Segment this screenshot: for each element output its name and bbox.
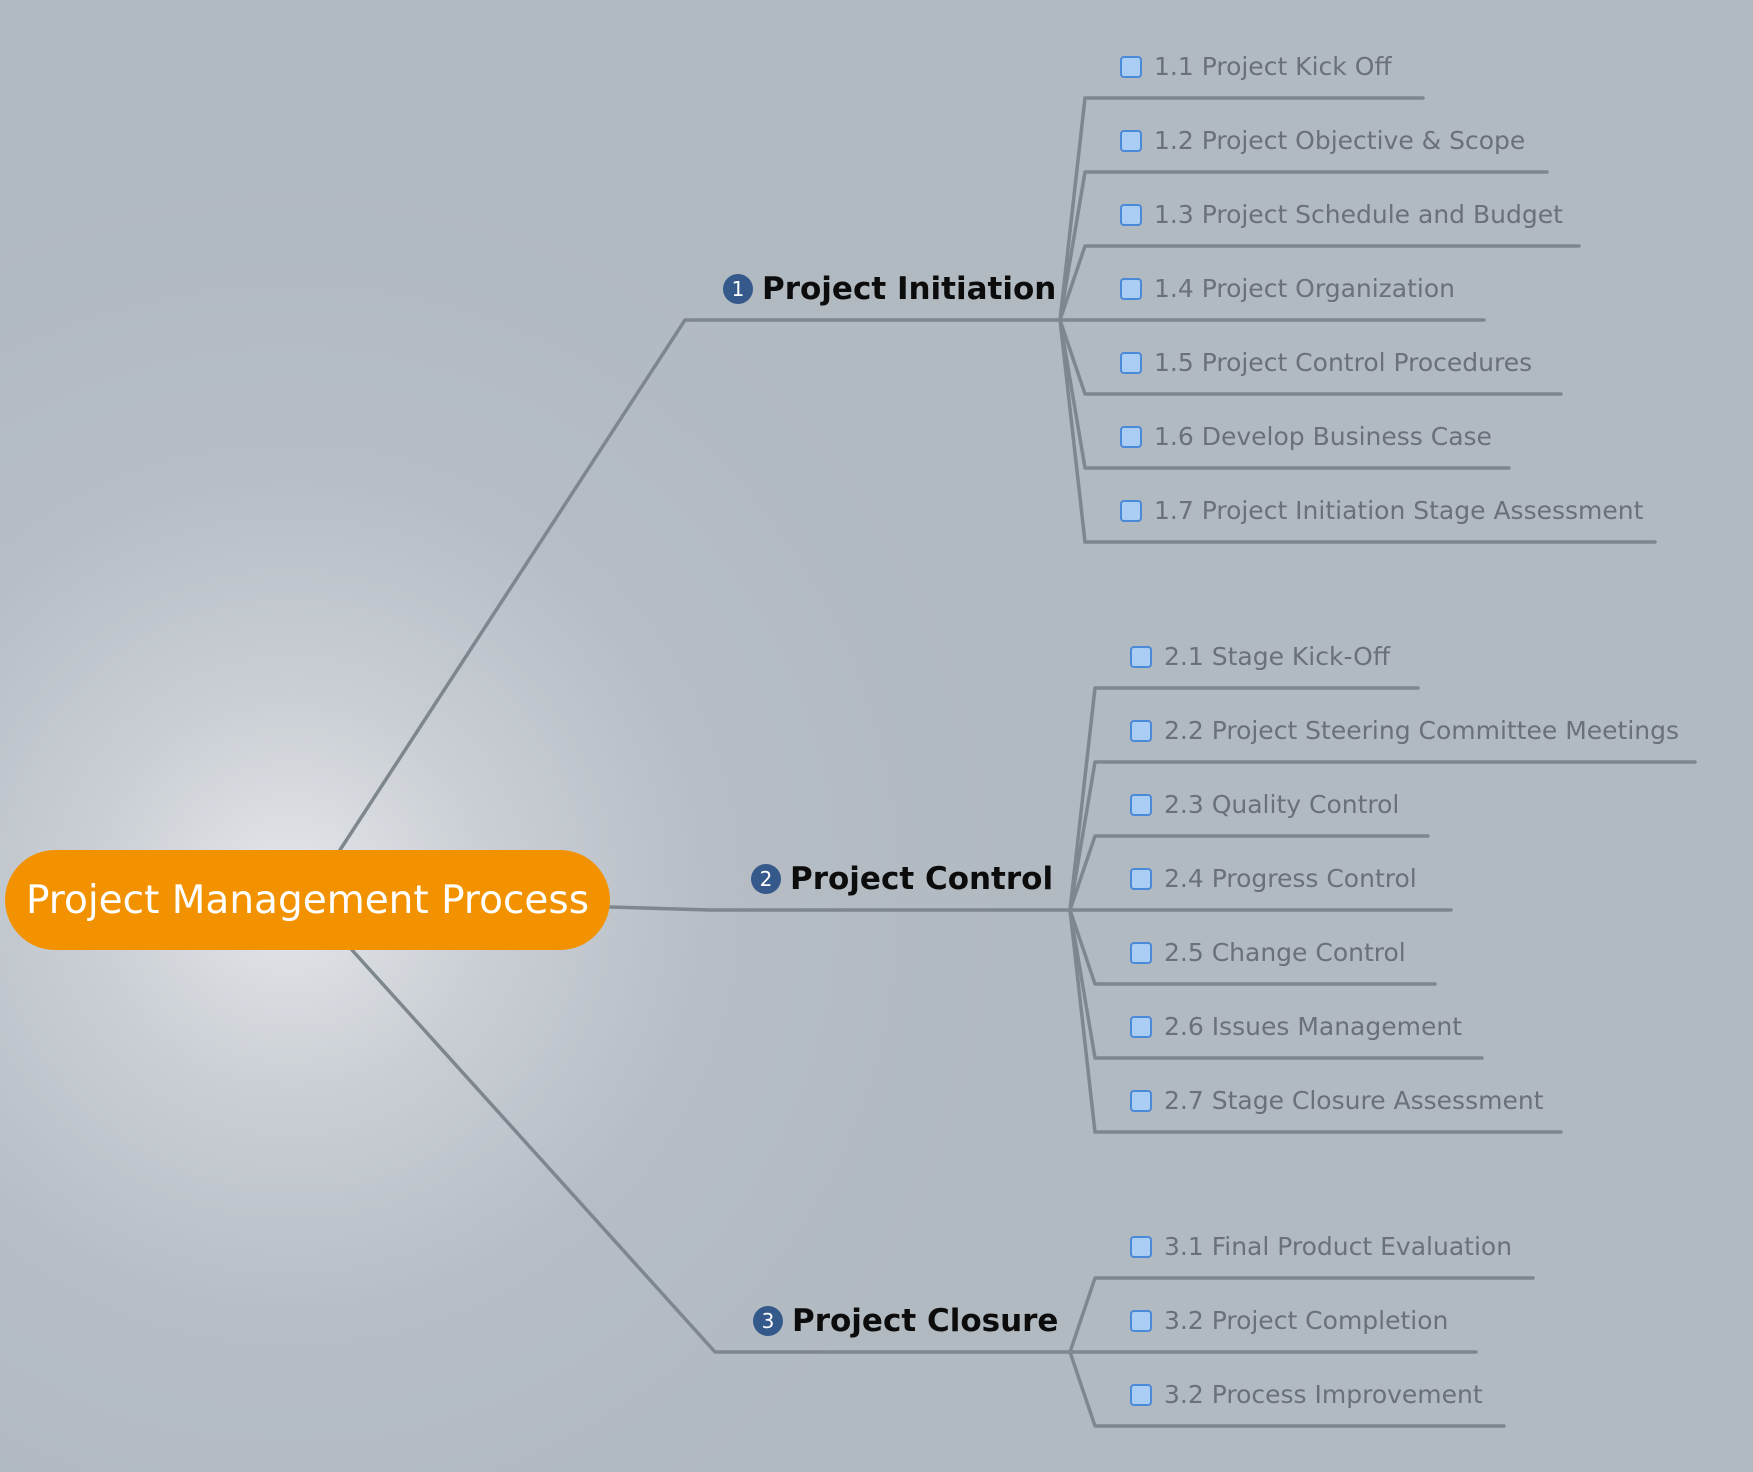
branch-label: Project Closure bbox=[792, 1303, 1059, 1339]
connector-central-branch-1 bbox=[338, 318, 1062, 852]
task-checkbox-icon[interactable] bbox=[1120, 351, 1142, 374]
subtopic-1-6[interactable]: 1.6 Develop Business Case bbox=[1120, 422, 1492, 451]
subtopic-3-3[interactable]: 3.2 Process Improvement bbox=[1130, 1380, 1483, 1409]
subtopic-label: 2.2 Project Steering Committee Meetings bbox=[1164, 716, 1680, 745]
subtopic-label: 3.1 Final Product Evaluation bbox=[1164, 1232, 1513, 1261]
branch-2-connectors bbox=[1068, 686, 1697, 1134]
branch-3-connectors bbox=[1068, 1276, 1535, 1428]
task-checkbox-icon[interactable] bbox=[1130, 1089, 1152, 1112]
subtopic-label: 1.5 Project Control Procedures bbox=[1154, 348, 1533, 377]
numbered-circle-icon: 2 bbox=[751, 864, 781, 894]
task-checkbox-icon[interactable] bbox=[1130, 941, 1152, 964]
subtopic-1-2[interactable]: 1.2 Project Objective & Scope bbox=[1120, 126, 1525, 155]
task-checkbox-icon[interactable] bbox=[1130, 1015, 1152, 1038]
subtopic-1-1[interactable]: 1.1 Project Kick Off bbox=[1120, 52, 1392, 81]
central-topic[interactable]: Project Management Process bbox=[5, 850, 610, 950]
subtopic-2-6[interactable]: 2.6 Issues Management bbox=[1130, 1012, 1462, 1041]
subtopic-label: 1.3 Project Schedule and Budget bbox=[1154, 200, 1563, 229]
task-checkbox-icon[interactable] bbox=[1130, 793, 1152, 816]
subtopic-1-3[interactable]: 1.3 Project Schedule and Budget bbox=[1120, 200, 1563, 229]
subtopic-label: 2.7 Stage Closure Assessment bbox=[1164, 1086, 1544, 1115]
branch-project-closure[interactable]: 3 Project Closure bbox=[753, 1303, 1058, 1339]
task-checkbox-icon[interactable] bbox=[1130, 1309, 1152, 1332]
subtopic-label: 2.3 Quality Control bbox=[1164, 790, 1400, 819]
task-checkbox-icon[interactable] bbox=[1130, 1235, 1152, 1258]
subtopic-label: 1.1 Project Kick Off bbox=[1154, 52, 1392, 81]
numbered-circle-icon: 3 bbox=[753, 1306, 783, 1336]
subtopic-1-4[interactable]: 1.4 Project Organization bbox=[1120, 274, 1455, 303]
branch-1-connectors bbox=[1058, 96, 1657, 544]
subtopic-label: 1.4 Project Organization bbox=[1154, 274, 1456, 303]
subtopic-label: 1.6 Develop Business Case bbox=[1154, 422, 1492, 451]
subtopic-1-5[interactable]: 1.5 Project Control Procedures bbox=[1120, 348, 1532, 377]
subtopic-3-2[interactable]: 3.2 Project Completion bbox=[1130, 1306, 1448, 1335]
subtopic-1-7[interactable]: 1.7 Project Initiation Stage Assessment bbox=[1120, 496, 1643, 525]
task-checkbox-icon[interactable] bbox=[1120, 129, 1142, 152]
branch-project-control[interactable]: 2 Project Control bbox=[751, 861, 1053, 897]
task-checkbox-icon[interactable] bbox=[1120, 499, 1142, 522]
task-checkbox-icon[interactable] bbox=[1130, 1383, 1152, 1406]
subtopic-label: 1.7 Project Initiation Stage Assessment bbox=[1154, 496, 1644, 525]
subtopic-label: 3.2 Process Improvement bbox=[1164, 1380, 1483, 1409]
task-checkbox-icon[interactable] bbox=[1130, 645, 1152, 668]
subtopic-label: 2.1 Stage Kick-Off bbox=[1164, 642, 1391, 671]
subtopic-2-4[interactable]: 2.4 Progress Control bbox=[1130, 864, 1417, 893]
subtopic-3-1[interactable]: 3.1 Final Product Evaluation bbox=[1130, 1232, 1512, 1261]
branch-project-initiation[interactable]: 1 Project Initiation bbox=[723, 271, 1056, 307]
task-checkbox-icon[interactable] bbox=[1120, 55, 1142, 78]
subtopic-2-5[interactable]: 2.5 Change Control bbox=[1130, 938, 1406, 967]
subtopic-2-2[interactable]: 2.2 Project Steering Committee Meetings bbox=[1130, 716, 1679, 745]
branch-label: Project Initiation bbox=[762, 271, 1057, 307]
task-checkbox-icon[interactable] bbox=[1130, 719, 1152, 742]
subtopic-2-7[interactable]: 2.7 Stage Closure Assessment bbox=[1130, 1086, 1543, 1115]
subtopic-label: 2.4 Progress Control bbox=[1164, 864, 1417, 893]
task-checkbox-icon[interactable] bbox=[1120, 425, 1142, 448]
branch-label: Project Control bbox=[790, 861, 1054, 897]
subtopic-label: 1.2 Project Objective & Scope bbox=[1154, 126, 1526, 155]
subtopic-label: 2.5 Change Control bbox=[1164, 938, 1406, 967]
subtopic-2-1[interactable]: 2.1 Stage Kick-Off bbox=[1130, 642, 1390, 671]
subtopic-2-3[interactable]: 2.3 Quality Control bbox=[1130, 790, 1399, 819]
task-checkbox-icon[interactable] bbox=[1130, 867, 1152, 890]
task-checkbox-icon[interactable] bbox=[1120, 277, 1142, 300]
subtopic-label: 3.2 Project Completion bbox=[1164, 1306, 1449, 1335]
connector-central-branch-3 bbox=[350, 948, 1072, 1354]
task-checkbox-icon[interactable] bbox=[1120, 203, 1142, 226]
subtopic-label: 2.6 Issues Management bbox=[1164, 1012, 1463, 1041]
numbered-circle-icon: 1 bbox=[723, 274, 753, 304]
connector-central-branch-2 bbox=[608, 905, 1072, 912]
